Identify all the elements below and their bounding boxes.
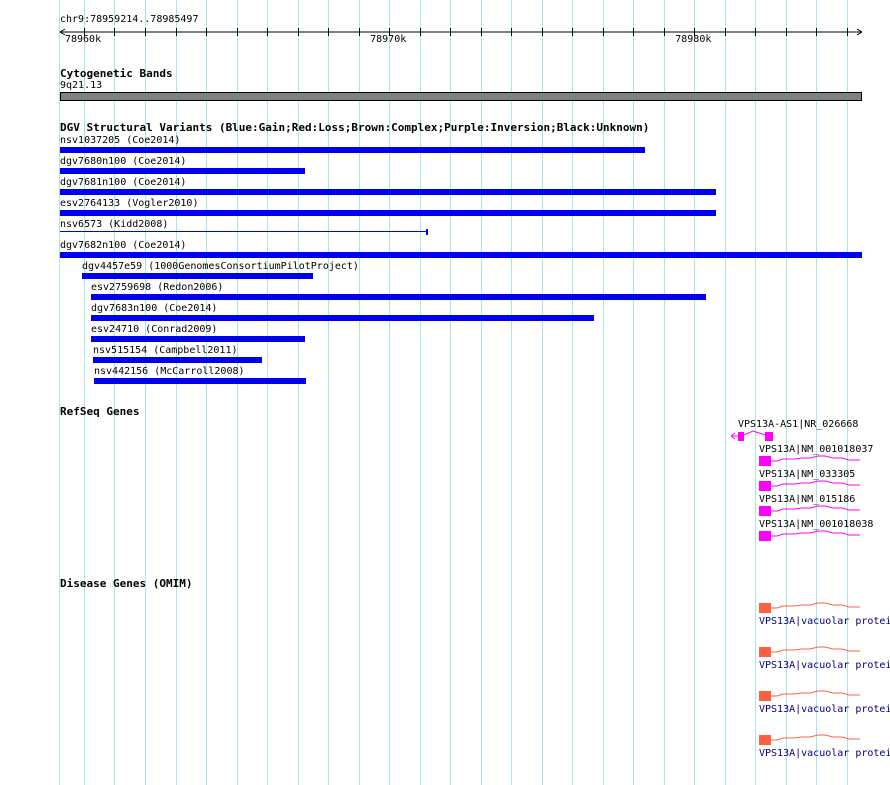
variant-label: esv2759698 (Redon2006) [91, 282, 224, 293]
grid-line [664, 0, 665, 785]
grid-line [328, 0, 329, 785]
variant-bar[interactable] [91, 294, 706, 300]
grid-line [237, 0, 238, 785]
transcript-glyph[interactable] [758, 480, 868, 492]
ruler-line [59, 28, 863, 36]
transcript-label: VPS13A|NM_015186 [759, 494, 856, 505]
variant-bar[interactable] [60, 168, 305, 174]
variant-bar[interactable] [60, 189, 716, 195]
variant-bar[interactable] [93, 357, 262, 363]
grid-line [572, 0, 573, 785]
track-title-omim: Disease Genes (OMIM) [60, 577, 193, 590]
omim-gene-label[interactable]: VPS13A|vacuolar protei [759, 704, 890, 715]
grid-line [206, 0, 207, 785]
grid-line [542, 0, 543, 785]
grid-line [359, 0, 360, 785]
omim-gene-glyph[interactable] [758, 690, 868, 702]
cytoband-label: 9q21.13 [60, 80, 103, 91]
grid-line [114, 0, 115, 785]
variant-label: dgv7683n100 (Coe2014) [91, 303, 218, 314]
variant-label: dgv7680n100 (Coe2014) [60, 156, 187, 167]
variant-bar[interactable] [60, 252, 862, 258]
grid-line [389, 0, 390, 785]
variant-label: dgv4457e59 (1000GenomesConsortiumPilotPr… [82, 261, 359, 272]
grid-line [84, 0, 85, 785]
grid-line [725, 0, 726, 785]
omim-gene-label[interactable]: VPS13A|vacuolar protei [759, 616, 890, 627]
omim-gene-glyph[interactable] [758, 646, 868, 658]
grid-line [755, 0, 756, 785]
grid-line [847, 0, 848, 785]
variant-bar[interactable] [91, 315, 594, 321]
grid-line [633, 0, 634, 785]
grid-line [511, 0, 512, 785]
variant-label: nsv6573 (Kidd2008) [60, 219, 169, 230]
omim-gene-label[interactable]: VPS13A|vacuolar protei [759, 660, 890, 671]
ruler-tick-label: 78960k [64, 34, 102, 45]
transcript-glyph[interactable] [758, 505, 868, 517]
omim-gene-label[interactable]: VPS13A|vacuolar protei [759, 748, 890, 759]
transcript-label: VPS13A|NM_001018037 [759, 444, 874, 455]
variant-label: esv24710 (Conrad2009) [91, 324, 218, 335]
gene-antisense[interactable] [728, 430, 788, 444]
ruler-tick-label: 78980k [675, 34, 712, 45]
grid-line [298, 0, 299, 785]
grid-line [450, 0, 451, 785]
variant-label: nsv515154 (Campbell2011) [93, 345, 238, 356]
transcript-label: VPS13A|NM_001018038 [759, 519, 874, 530]
variant-bar[interactable] [82, 273, 313, 279]
ruler-axis[interactable] [0, 26, 890, 38]
ruler-tick-label: 78970k [370, 34, 407, 45]
track-title-dgv: DGV Structural Variants (Blue:Gain;Red:L… [60, 121, 650, 134]
transcript-glyph[interactable] [758, 530, 868, 542]
variant-label: dgv7681n100 (Coe2014) [60, 177, 187, 188]
variant-bar[interactable] [94, 378, 306, 384]
variant-bar[interactable] [60, 210, 716, 216]
grid-line [786, 0, 787, 785]
omim-gene-glyph[interactable] [758, 602, 868, 614]
grid-line [603, 0, 604, 785]
grid-line [420, 0, 421, 785]
transcript-label: VPS13A|NM_033305 [759, 469, 856, 480]
track-title-cytoband: Cytogenetic Bands [60, 67, 173, 80]
grid-line [176, 0, 177, 785]
cytoband-bar[interactable] [60, 92, 862, 101]
omim-gene-glyph[interactable] [758, 734, 868, 746]
variant-bar[interactable] [60, 231, 427, 232]
grid-line [816, 0, 817, 785]
grid-line [267, 0, 268, 785]
variant-bar[interactable] [91, 336, 305, 342]
location-label: chr9:78959214..78985497 [60, 14, 199, 25]
variant-bar[interactable] [60, 147, 645, 153]
grid-line [59, 0, 60, 785]
grid-line [481, 0, 482, 785]
variant-label: nsv1037205 (Coe2014) [60, 135, 181, 146]
variant-label: dgv7682n100 (Coe2014) [60, 240, 187, 251]
variant-label: esv2764133 (Vogler2010) [60, 198, 199, 209]
track-title-refseq: RefSeq Genes [60, 405, 140, 418]
transcript-glyph[interactable] [758, 455, 868, 467]
variant-label: nsv442156 (McCarroll2008) [94, 366, 245, 377]
grid-line [694, 0, 695, 785]
grid-line [145, 0, 146, 785]
gene-label-antisense: VPS13A-AS1|NR_026668 [738, 419, 859, 430]
variant-end-tick [426, 229, 428, 235]
